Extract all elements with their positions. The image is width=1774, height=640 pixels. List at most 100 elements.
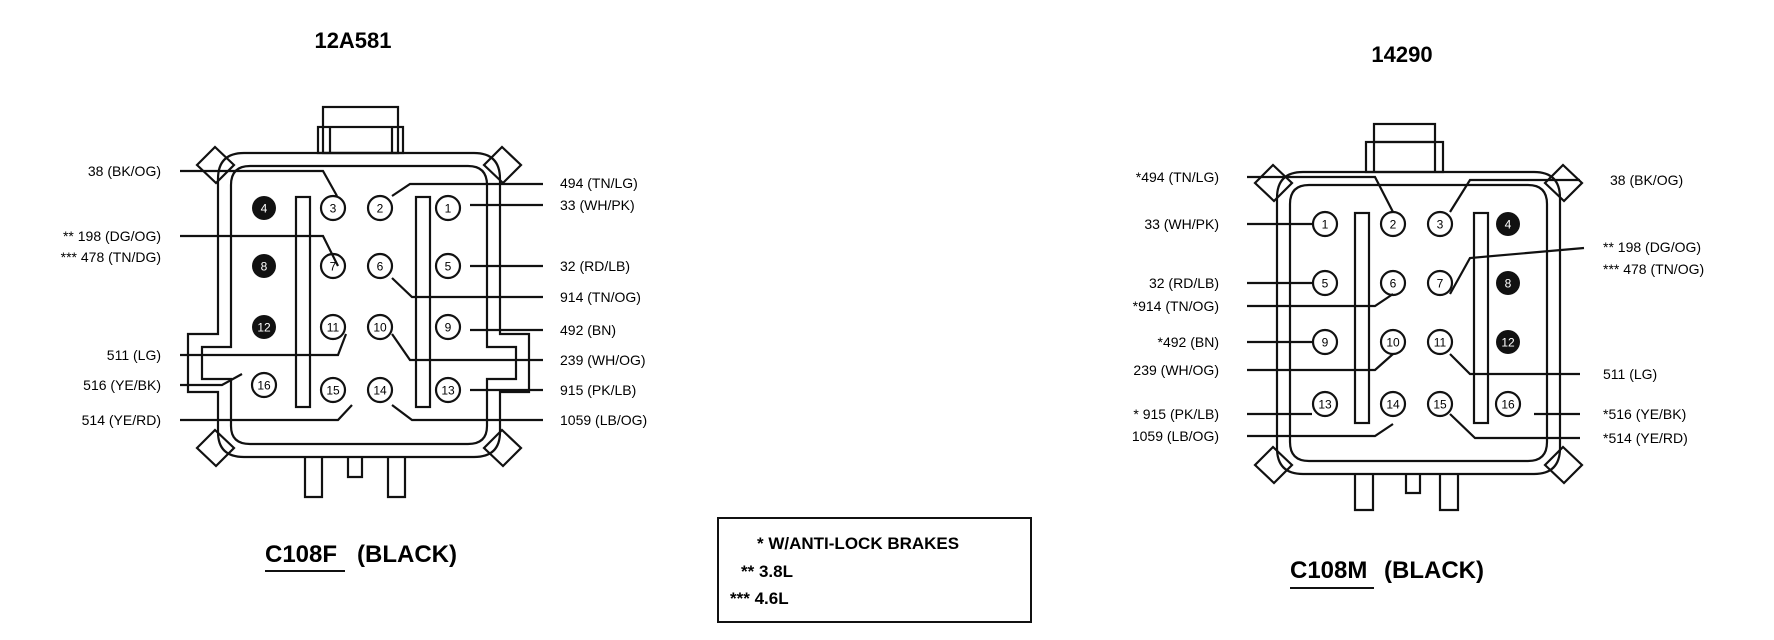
wire-label: 239 (WH/OG) [1133, 362, 1219, 378]
left-wire-labels-right: 494 (TN/LG) 33 (WH/PK) 32 (RD/LB) 914 (T… [560, 175, 647, 428]
wire-label: 516 (YE/BK) [83, 377, 161, 393]
left-bottom-terminals [303, 457, 407, 499]
pin-8: 8 [1496, 271, 1520, 295]
wire-label: *494 (TN/LG) [1136, 169, 1219, 185]
pin-15: 15 [1426, 390, 1454, 418]
pin-14: 14 [366, 376, 394, 404]
wire-label: *914 (TN/OG) [1133, 298, 1219, 314]
svg-text:9: 9 [445, 321, 452, 335]
svg-text:5: 5 [445, 260, 452, 274]
left-corner-ears [195, 145, 523, 468]
svg-text:10: 10 [1386, 336, 1400, 350]
svg-text:10: 10 [373, 321, 387, 335]
svg-text:7: 7 [1437, 277, 1444, 291]
right-connector-color: (BLACK) [1384, 557, 1484, 584]
pin-9: 9 [1311, 328, 1339, 356]
pin-1: 1 [434, 194, 462, 222]
wire-label: *514 (YE/RD) [1603, 430, 1688, 446]
svg-text:13: 13 [441, 384, 455, 398]
pin-12: 12 [1496, 330, 1520, 354]
left-connector-title: C108F (BLACK) [265, 541, 457, 572]
wire-label: ** 198 (DG/OG) [1603, 239, 1701, 255]
wire-label: * 915 (PK/LB) [1133, 406, 1219, 422]
pin-8: 8 [252, 254, 276, 278]
pin-10: 10 [366, 313, 394, 341]
pin-2: 2 [366, 194, 394, 222]
left-separator-2 [414, 195, 432, 409]
wire-label: *492 (BN) [1158, 334, 1219, 350]
wire-label: 239 (WH/OG) [560, 352, 646, 368]
pin-16: 16 [250, 371, 278, 399]
wire-label: 33 (WH/PK) [1144, 216, 1219, 232]
pin-1: 1 [1311, 210, 1339, 238]
pin-15: 15 [319, 376, 347, 404]
left-connector-id: C108F [265, 541, 337, 568]
svg-text:11: 11 [327, 321, 340, 335]
legend-item: * W/ANTI-LOCK BRAKES [757, 534, 959, 553]
svg-text:16: 16 [257, 379, 271, 393]
pin-11: 11 [319, 313, 347, 341]
wire-label: 38 (BK/OG) [1610, 172, 1683, 188]
right-bottom-terminals [1353, 474, 1460, 512]
wire-label: 492 (BN) [560, 322, 616, 338]
svg-text:4: 4 [261, 202, 268, 216]
right-connector-body [1275, 170, 1562, 476]
right-top-latch [1364, 122, 1445, 174]
wire-label: 494 (TN/LG) [560, 175, 638, 191]
legend-box: * W/ANTI-LOCK BRAKES ** 3.8L *** 4.6L [717, 517, 1032, 623]
pin-4: 4 [1496, 212, 1520, 236]
svg-text:16: 16 [1501, 398, 1515, 412]
pin-14: 14 [1379, 390, 1407, 418]
svg-text:14: 14 [373, 384, 387, 398]
pin-13: 13 [1311, 390, 1339, 418]
right-separator-1 [1353, 211, 1371, 425]
right-wire-labels-left: *494 (TN/LG) 33 (WH/PK) 32 (RD/LB) *914 … [1132, 169, 1219, 444]
svg-text:5: 5 [1322, 277, 1329, 291]
svg-text:3: 3 [1437, 218, 1444, 232]
pin-5: 5 [434, 252, 462, 280]
svg-text:9: 9 [1322, 336, 1329, 350]
right-connector-id: C108M [1290, 557, 1367, 584]
svg-text:13: 13 [1318, 398, 1332, 412]
svg-text:15: 15 [1433, 398, 1447, 412]
pin-6: 6 [366, 252, 394, 280]
left-leader-lines [180, 169, 543, 422]
svg-text:1: 1 [445, 202, 452, 216]
pin-4: 4 [252, 196, 276, 220]
wire-label: *** 478 (TN/OG) [1603, 261, 1704, 277]
wire-label: ** 198 (DG/OG) [63, 228, 161, 244]
right-connector-title: C108M (BLACK) [1290, 557, 1484, 589]
wire-label: 32 (RD/LB) [560, 258, 630, 274]
svg-text:6: 6 [1390, 277, 1397, 291]
left-pin-grid: 4 3 2 1 8 7 6 5 12 11 10 9 16 15 14 13 [250, 194, 462, 404]
pin-5: 5 [1311, 269, 1339, 297]
svg-text:15: 15 [326, 384, 340, 398]
svg-text:1: 1 [1322, 218, 1329, 232]
pin-12: 12 [252, 315, 276, 339]
wire-label: 32 (RD/LB) [1149, 275, 1219, 291]
svg-text:12: 12 [1501, 336, 1515, 350]
pin-16: 16 [1494, 390, 1522, 418]
svg-text:3: 3 [330, 202, 337, 216]
pin-9: 9 [434, 313, 462, 341]
legend-item: ** 3.8L [741, 562, 793, 581]
svg-text:8: 8 [1505, 277, 1512, 291]
svg-text:12: 12 [257, 321, 271, 335]
wire-label: *516 (YE/BK) [1603, 406, 1686, 422]
right-leader-lines [1247, 175, 1585, 440]
wire-label: 33 (WH/PK) [560, 197, 635, 213]
svg-text:7: 7 [330, 260, 337, 274]
svg-text:2: 2 [1390, 218, 1397, 232]
pin-3: 3 [1426, 210, 1454, 238]
left-separator-1 [294, 195, 312, 409]
right-wire-labels-right: 38 (BK/OG) ** 198 (DG/OG) *** 478 (TN/OG… [1603, 172, 1704, 446]
wire-label: 511 (LG) [107, 347, 161, 363]
svg-text:14: 14 [1386, 398, 1400, 412]
left-connector: 12A581 [61, 28, 647, 572]
legend-item: *** 4.6L [730, 589, 789, 608]
left-wire-labels-left: 38 (BK/OG) ** 198 (DG/OG) *** 478 (TN/DG… [61, 163, 161, 428]
pin-6: 6 [1379, 269, 1407, 297]
pin-10: 10 [1379, 328, 1407, 356]
left-top-latch [316, 105, 405, 155]
